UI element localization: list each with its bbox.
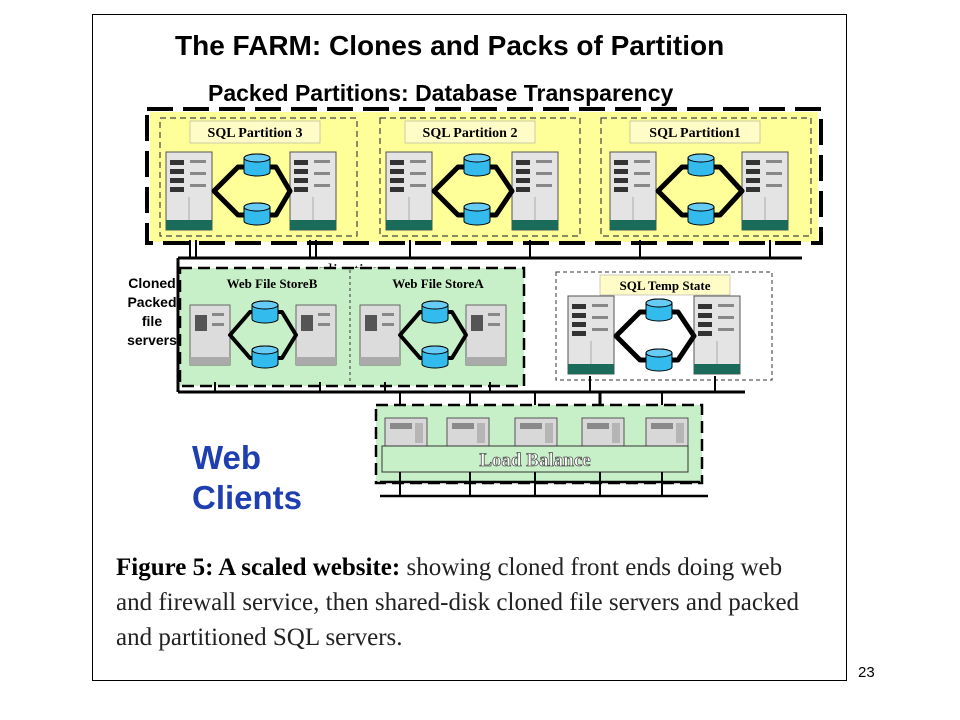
- sql-partition-3-label-box: [189, 120, 321, 144]
- web-clients-line: Web: [192, 439, 262, 476]
- sql-partition-2-label-box: [404, 120, 536, 144]
- figure-caption: Figure 5: A scaled website: showing clon…: [116, 550, 816, 655]
- sql-partition-1-label: SQL Partition1: [649, 126, 740, 141]
- page-number: 23: [858, 664, 875, 681]
- sql-partition-1-label-box: [629, 120, 761, 144]
- sql-partition-1-box: [600, 117, 812, 237]
- sql-partition-2-label: SQL Partition 2: [423, 126, 518, 141]
- figure-caption-text: showing cloned front ends doing web and …: [116, 554, 800, 651]
- slide-title: The FARM: Clones and Packs of Partition: [175, 30, 725, 61]
- web-clients-line: Clients: [192, 479, 303, 516]
- figure-caption-lead: Figure 5: A scaled website:: [116, 554, 401, 581]
- slide-subtitle: Packed Partitions: Database Transparency: [208, 80, 674, 106]
- sql-partition-3-box: [159, 117, 358, 237]
- web-file-store-a-label: Web File StoreA: [392, 276, 484, 291]
- sql-temp-state-label: SQL Temp State: [619, 278, 710, 293]
- cloned-label-line: file: [141, 313, 163, 329]
- sql-temp-state-label-box: [599, 274, 731, 296]
- cloned-label-line: Cloned: [128, 275, 176, 291]
- cloned-label-line: Packed: [127, 294, 177, 310]
- cloned-packed-file-servers-label: Cloned Packed file servers: [116, 274, 188, 350]
- load-balance-bar: [381, 445, 689, 473]
- web-clients-label: Web Clients: [192, 438, 302, 518]
- web-file-store-b-label: Web File StoreB: [227, 276, 318, 291]
- sql-partition-2-box: [379, 117, 581, 237]
- sql-partition-3-label: SQL Partition 3: [208, 126, 303, 141]
- load-balance-label: Load Balance: [479, 450, 590, 471]
- sql-partitions-border: [145, 107, 823, 245]
- web-file-stores-border: [178, 266, 526, 388]
- cloned-label-line: servers: [127, 332, 177, 348]
